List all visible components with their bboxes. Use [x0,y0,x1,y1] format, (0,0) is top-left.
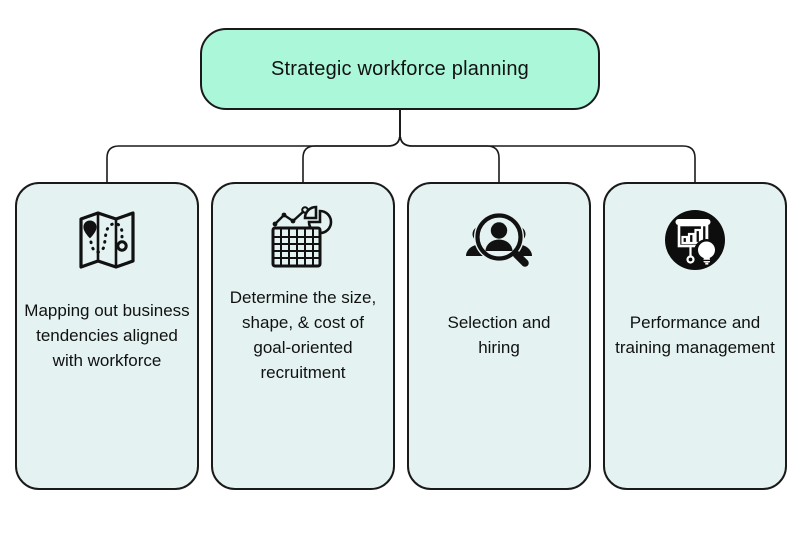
card-performance-training: Performance and training management [603,182,787,490]
diagram-title: Strategic workforce planning [271,57,529,80]
card-label: Selection and hiring [447,313,551,357]
card-label: Mapping out business tendencies aligned … [24,300,190,370]
spreadsheet-charts-icon [267,204,339,276]
edge-root-card-0 [106,110,401,182]
map-route-icon [71,204,143,276]
card-mapping-business-tendencies: Mapping out business tendencies aligned … [15,182,199,490]
edge-root-card-1 [302,110,401,182]
card-selection-hiring: Selection and hiring [407,182,591,490]
edge-root-card-3 [399,110,696,182]
root-node: Strategic workforce planning [200,28,600,110]
card-label: Determine the size, shape, & cost of goa… [229,288,377,382]
card-determine-size-shape-cost: Determine the size, shape, & cost of goa… [211,182,395,490]
card-label: Performance and training management [615,313,775,357]
presentation-training-icon [659,204,731,276]
candidate-search-icon [463,204,535,276]
edge-root-card-2 [399,110,500,182]
